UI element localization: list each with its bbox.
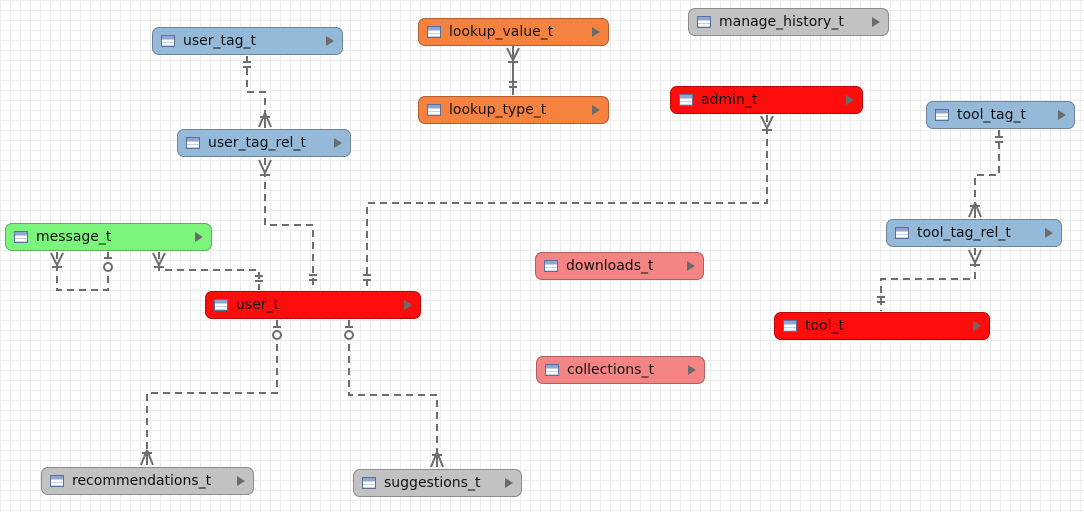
expand-arrow-icon[interactable] bbox=[973, 321, 981, 331]
table-icon bbox=[427, 26, 441, 38]
expand-arrow-icon[interactable] bbox=[592, 27, 600, 37]
table-icon bbox=[14, 231, 28, 243]
table-user-tag-rel-t[interactable]: user_tag_rel_t bbox=[177, 129, 351, 157]
table-name: downloads_t bbox=[566, 258, 654, 274]
expand-arrow-icon[interactable] bbox=[687, 261, 695, 271]
table-name: tool_tag_rel_t bbox=[917, 225, 1011, 241]
table-lookup-type-t[interactable]: lookup_type_t bbox=[418, 96, 609, 124]
expand-arrow-icon[interactable] bbox=[1058, 110, 1066, 120]
table-name: user_tag_rel_t bbox=[208, 135, 306, 151]
expand-arrow-icon[interactable] bbox=[688, 365, 696, 375]
relationship-tool-tag-rel-to-tool bbox=[877, 248, 982, 311]
table-icon bbox=[697, 16, 711, 28]
table-name: lookup_type_t bbox=[449, 102, 547, 118]
table-tool-tag-t[interactable]: tool_tag_t bbox=[926, 101, 1075, 129]
table-name: admin_t bbox=[701, 92, 758, 108]
table-icon bbox=[50, 475, 64, 487]
table-name: message_t bbox=[36, 229, 112, 245]
expand-arrow-icon[interactable] bbox=[592, 105, 600, 115]
table-name: suggestions_t bbox=[384, 475, 481, 491]
expand-arrow-icon[interactable] bbox=[404, 300, 412, 310]
expand-arrow-icon[interactable] bbox=[195, 232, 203, 242]
table-lookup-value-t[interactable]: lookup_value_t bbox=[418, 18, 609, 46]
table-name: recommendations_t bbox=[72, 473, 212, 489]
table-name: user_tag_t bbox=[183, 33, 256, 49]
expand-arrow-icon[interactable] bbox=[1045, 228, 1053, 238]
table-icon bbox=[545, 364, 559, 376]
table-icon bbox=[214, 299, 228, 311]
table-message-t[interactable]: message_t bbox=[5, 223, 212, 251]
table-admin-t[interactable]: admin_t bbox=[670, 86, 863, 114]
table-icon bbox=[895, 227, 909, 239]
relationship-user-tag-rel-to-user bbox=[258, 158, 317, 290]
relationship-tool-tag-to-tool-tag-rel bbox=[968, 130, 1003, 218]
table-collections-t[interactable]: collections_t bbox=[536, 356, 705, 384]
expand-arrow-icon[interactable] bbox=[872, 17, 880, 27]
table-name: manage_history_t bbox=[719, 14, 844, 30]
expand-arrow-icon[interactable] bbox=[237, 476, 245, 486]
table-icon bbox=[679, 94, 693, 106]
table-name: tool_tag_t bbox=[957, 107, 1026, 123]
table-icon bbox=[186, 137, 200, 149]
expand-arrow-icon[interactable] bbox=[326, 36, 334, 46]
expand-arrow-icon[interactable] bbox=[846, 95, 854, 105]
table-user-tag-t[interactable]: user_tag_t bbox=[152, 27, 343, 55]
table-name: user_t bbox=[236, 297, 280, 313]
table-user-t[interactable]: user_t bbox=[205, 291, 421, 319]
table-icon bbox=[544, 260, 558, 272]
table-tool-tag-rel-t[interactable]: tool_tag_rel_t bbox=[886, 219, 1062, 247]
relationship-message-to-user bbox=[152, 252, 263, 290]
table-icon bbox=[161, 35, 175, 47]
relationship-lookup-value-to-lookup-type bbox=[506, 46, 520, 95]
table-tool-t[interactable]: tool_t bbox=[774, 312, 990, 340]
table-icon bbox=[362, 477, 376, 489]
relationship-user-tag-to-user-tag-rel bbox=[243, 56, 272, 128]
relationship-message-self bbox=[50, 252, 113, 291]
relationship-user-to-suggestions bbox=[344, 320, 444, 468]
table-name: tool_t bbox=[805, 318, 844, 334]
table-icon bbox=[427, 104, 441, 116]
table-recommendations-t[interactable]: recommendations_t bbox=[41, 467, 254, 495]
relationship-user-to-recommendations bbox=[140, 320, 282, 466]
table-suggestions-t[interactable]: suggestions_t bbox=[353, 469, 522, 497]
table-manage-history-t[interactable]: manage_history_t bbox=[688, 8, 889, 36]
table-icon bbox=[783, 320, 797, 332]
expand-arrow-icon[interactable] bbox=[505, 478, 513, 488]
table-downloads-t[interactable]: downloads_t bbox=[535, 252, 704, 280]
table-name: lookup_value_t bbox=[449, 24, 554, 40]
expand-arrow-icon[interactable] bbox=[334, 138, 342, 148]
table-icon bbox=[935, 109, 949, 121]
table-name: collections_t bbox=[567, 362, 654, 378]
